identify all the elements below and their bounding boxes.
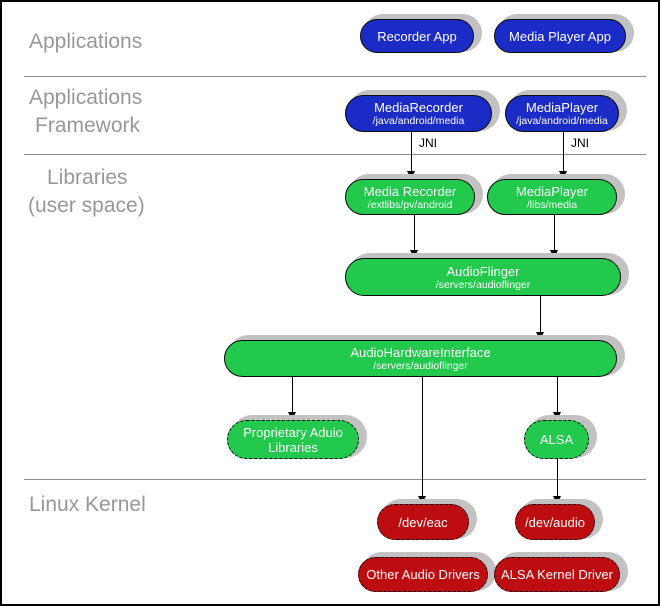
connector-mediarecorder-jni — [411, 132, 412, 172]
arrowhead-icon — [550, 250, 558, 258]
node-media-recorder-lib: Media Recorder /extlibs/pv/android — [345, 179, 475, 215]
connector-mediaplayer-audioflinger — [554, 215, 555, 251]
node-media-player-app: Media Player App — [494, 19, 626, 53]
edge-label-jni-right: JNI — [571, 136, 589, 150]
connector-ahi-alsa — [557, 377, 558, 413]
separator-framework-libraries — [24, 154, 646, 155]
node-title: Recorder App — [377, 28, 457, 44]
node-subtitle: /libs/media — [526, 198, 578, 211]
arrowhead-icon — [288, 412, 296, 420]
node-dev-audio: /dev/audio — [515, 504, 595, 540]
node-subtitle: /extlibs/pv/android — [367, 198, 453, 211]
arrowhead-icon — [559, 171, 567, 179]
connector-audioflinger-ahi — [540, 296, 541, 333]
separator-libraries-kernel — [24, 479, 646, 480]
arrowhead-icon — [553, 412, 561, 420]
node-title: Media Player App — [509, 28, 611, 44]
node-alsa: ALSA — [524, 420, 589, 459]
node-subtitle: /java/android/media — [516, 115, 608, 127]
separator-applications-framework — [24, 76, 646, 77]
node-title: MediaPlayer — [515, 183, 589, 199]
edge-label-jni-left: JNI — [419, 136, 437, 150]
node-title: Other Audio Drivers — [366, 567, 480, 582]
connector-mediaplayer-jni — [563, 132, 564, 172]
arrowhead-icon — [410, 250, 418, 258]
arrowhead-icon — [407, 171, 415, 179]
node-mediarecorder-framework: MediaRecorder /java/android/media — [345, 95, 492, 132]
node-title: ALSA — [539, 432, 574, 447]
node-alsa-kernel-driver: ALSA Kernel Driver — [494, 557, 620, 592]
node-subtitle: /java/android/media — [372, 115, 465, 127]
node-proprietary-audio-libraries: Proprietary Aduio Libraries — [227, 420, 359, 459]
connector-ahi-proprietary — [292, 377, 293, 413]
layer-label-framework-line2: Framework — [35, 114, 141, 137]
node-title: Media Recorder — [363, 183, 457, 199]
node-dev-eac: /dev/eac — [377, 504, 469, 540]
layer-label-applications: Applications — [29, 30, 143, 53]
node-subtitle: /servers/audioflinger — [435, 278, 531, 291]
node-title: MediaPlayer — [525, 100, 599, 115]
node-mediaplayer-lib: MediaPlayer /libs/media — [487, 179, 617, 215]
arrowhead-icon — [553, 496, 561, 504]
layer-label-libraries-line1: Libraries — [47, 166, 128, 189]
node-title: AudioFlinger — [446, 263, 520, 279]
arrowhead-icon — [418, 496, 426, 504]
node-title: MediaRecorder — [374, 100, 463, 115]
layer-label-linux-kernel: Linux Kernel — [29, 493, 146, 516]
connector-mediarecorder-audioflinger — [414, 215, 415, 251]
node-title: AudioHardwareInterface — [350, 345, 491, 360]
node-recorder-app: Recorder App — [360, 19, 474, 53]
node-subtitle: /servers/audioflinger — [373, 360, 468, 372]
node-title: /dev/eac — [398, 514, 448, 530]
arrowhead-icon — [536, 332, 544, 340]
connector-alsa-dev-audio — [557, 459, 558, 497]
layer-label-libraries-line2: (user space) — [28, 194, 145, 217]
layer-label-framework-line1: Applications — [29, 86, 143, 109]
node-audioflinger: AudioFlinger /servers/audioflinger — [345, 258, 621, 296]
node-audio-hardware-interface: AudioHardwareInterface /servers/audiofli… — [224, 340, 617, 377]
connector-ahi-dev-eac — [422, 377, 423, 497]
node-other-audio-drivers: Other Audio Drivers — [358, 557, 488, 592]
node-title: /dev/audio — [525, 514, 585, 530]
node-title: ALSA Kernel Driver — [501, 567, 613, 582]
node-mediaplayer-framework: MediaPlayer /java/android/media — [505, 95, 619, 132]
node-title: Proprietary Aduio Libraries — [243, 424, 343, 455]
